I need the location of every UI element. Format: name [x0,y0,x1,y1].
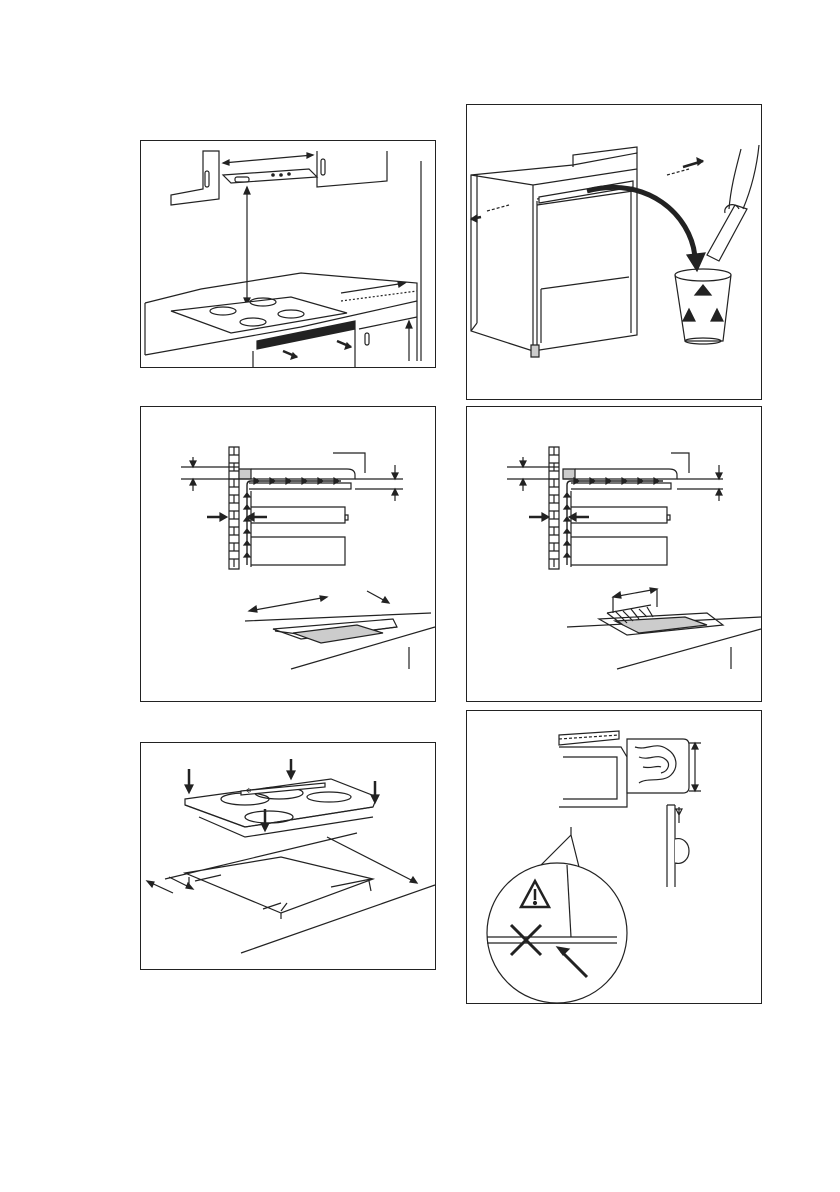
magnifier-circle [487,827,627,1003]
cutout-worktop [245,613,435,669]
height-dimension [689,743,701,791]
recycle-bin [675,269,731,344]
brick-wall [229,447,239,569]
cabinet-carcass [471,147,637,357]
panel-edge-warning [466,710,762,1004]
panel-ventilation-b [466,406,762,702]
worktop-section [559,731,627,807]
airflow-arrows [564,478,663,565]
worktop [145,161,421,361]
panel-cabinet-recycle [466,104,762,400]
airflow-arrows [244,478,341,565]
side-panel [667,805,689,887]
oven-body [571,491,670,567]
worktop-section [563,469,677,489]
panel-ventilation-a [140,406,436,702]
oven-body [251,491,348,567]
panel-kitchen-clearance [140,140,436,368]
cutout-dimensions [613,588,657,613]
airflow-arrows [283,341,351,359]
recycle-icon [683,285,723,321]
thickness-dimensions [507,453,723,501]
cutout-worktop [567,605,761,669]
range-hood [223,169,317,183]
svg-text:❄: ❄ [246,787,252,795]
hood-height-dimension [244,187,250,305]
hand-icon [707,145,759,261]
panel-hob-insertion: ❄ [140,742,436,970]
thickness-dimensions [181,453,403,501]
brick-wall [549,447,559,569]
hood-width-dimension [223,153,313,165]
cutout-dimensions [249,591,389,612]
wood-grain-icon [627,739,689,793]
worktop-cutout [165,833,435,953]
